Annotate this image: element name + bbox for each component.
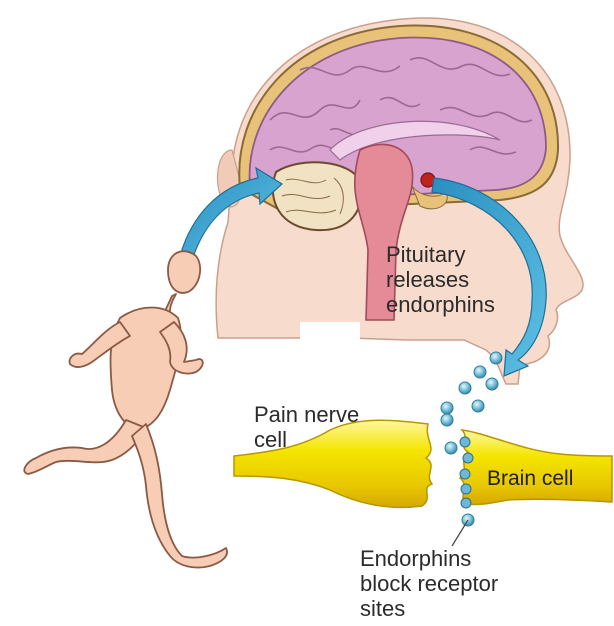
endorphins-label-line-1: Endorphins	[360, 546, 498, 571]
runner-back-leg	[24, 420, 146, 474]
endorphin-molecule	[441, 414, 453, 426]
endorphins-label-line-2: block receptor	[360, 571, 498, 596]
runner-front-leg	[132, 424, 227, 568]
runner-head	[168, 251, 200, 293]
endorphin-molecule	[441, 402, 453, 414]
label-leader-line	[452, 520, 468, 546]
cerebellum	[273, 162, 361, 230]
endorphin-molecule	[490, 352, 502, 364]
pituitary-label-line-1: Pituitary	[386, 242, 495, 267]
endorphin-molecule	[486, 378, 498, 390]
endorphin-molecule	[459, 382, 471, 394]
endorphin-molecule	[474, 366, 486, 378]
running-figure	[24, 251, 227, 567]
endorphins-label: Endorphins block receptor sites	[360, 546, 498, 621]
endorphins-label-line-3: sites	[360, 596, 498, 621]
pain-nerve-cell-label: Pain nerve cell	[254, 402, 359, 452]
neck-cut	[300, 322, 360, 342]
endorphin-molecule	[445, 442, 457, 454]
pituitary-label-line-3: endorphins	[386, 292, 495, 317]
pain-nerve-cell-label-line-1: Pain nerve	[254, 402, 359, 427]
brain-cell-label: Brain cell	[487, 466, 573, 491]
pituitary-label: Pituitary releases endorphins	[386, 242, 495, 317]
pain-nerve-cell-label-line-2: cell	[254, 427, 359, 452]
endorphin-molecule	[472, 400, 484, 412]
pituitary-label-line-2: releases	[386, 267, 495, 292]
